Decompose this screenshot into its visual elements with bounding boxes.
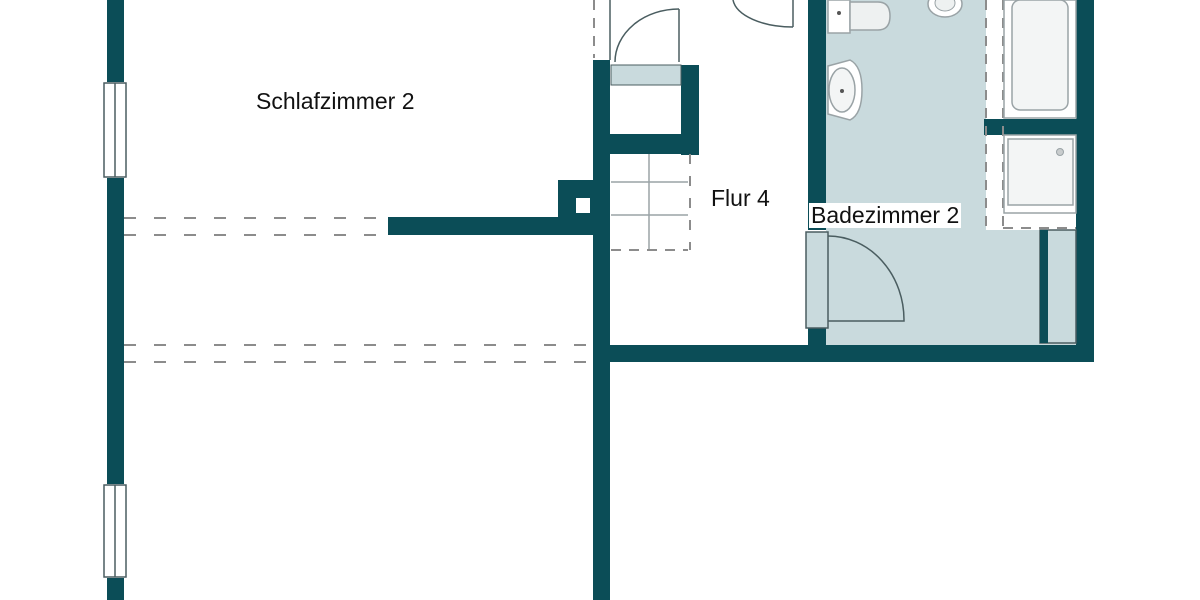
shower-tray-icon — [1003, 134, 1077, 214]
left-wall — [107, 0, 124, 600]
room-label-flur-4: Flur 4 — [711, 185, 770, 211]
door-swing-icon — [614, 8, 680, 63]
dashed-opening — [124, 217, 590, 363]
window-icon — [103, 484, 127, 578]
door-swing-icon — [805, 231, 905, 329]
staircase-icon — [611, 154, 691, 251]
bathroom-walls — [593, 0, 1094, 362]
opening-fill — [124, 219, 388, 234]
bathroom-floor-strip — [986, 0, 1004, 230]
cabinet-icon — [1039, 229, 1077, 344]
toilet-icon — [827, 0, 891, 34]
alcove-walls — [593, 60, 699, 155]
wall-pillar — [558, 180, 598, 220]
dashed-partition — [985, 0, 1076, 230]
room-label-badezimmer-2: Badezimmer 2 — [809, 202, 962, 228]
alcove-landing — [610, 64, 682, 86]
bedroom-bottom-wall — [388, 217, 598, 235]
bathroom-floor-lower — [826, 230, 1076, 345]
bathtub-icon — [1003, 0, 1077, 119]
window-icon — [103, 82, 127, 178]
door-swing-icon — [732, 0, 794, 28]
bidet-icon — [927, 0, 963, 18]
room-label-schlafzimmer-2: Schlafzimmer 2 — [256, 88, 415, 114]
washbasin-icon — [827, 59, 863, 121]
